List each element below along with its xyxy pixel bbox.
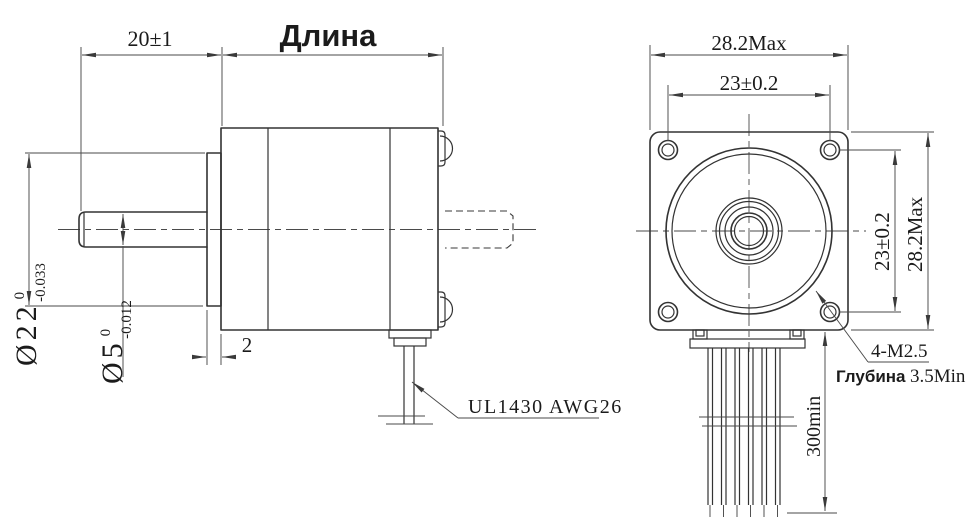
wire-spec-text: UL1430 AWG26 (468, 396, 623, 418)
dim-hole-spacing-h-text: 23±0.2 (720, 71, 779, 95)
connector-bar (689, 338, 806, 349)
lead-wires (707, 348, 781, 517)
dim-shaft-diameter-text: Ø50-0.012 (96, 300, 135, 384)
front-view-texts: 28.2Max 23±0.2 23±0.2 28.2Max 300min 4-M… (711, 31, 966, 457)
thread-leader-arrow (815, 290, 869, 363)
lead-wire (774, 348, 781, 517)
dim-pilot-diameter-text: Ø220-0.033 (10, 263, 49, 366)
side-view-dimensions (25, 47, 599, 419)
bottom-tab-left-inner (695, 329, 705, 337)
flange-outline (649, 131, 849, 331)
bottom-tab-left (692, 329, 708, 340)
dim-pilot-step-text: 2 (242, 333, 253, 357)
wire-exit-upper (388, 329, 432, 339)
rear-shaft-hidden (445, 210, 514, 249)
side-view (58, 127, 540, 425)
wire-leader-arrow (411, 381, 459, 419)
bottom-tab-right-inner (792, 329, 802, 337)
lead-wire (747, 348, 754, 517)
rear-tab-top (438, 130, 446, 167)
body-circle-outer (665, 147, 833, 315)
shaft-circle-outer (730, 212, 768, 250)
boss-ring-3 (724, 206, 774, 256)
lead-wire (720, 348, 727, 517)
front-view (636, 114, 866, 517)
thread-depth-value: 3.5Min (910, 366, 966, 387)
shaft-outline (78, 211, 208, 248)
dim-body-length-label: Длина (280, 18, 378, 53)
dim-shaft-length-text: 20±1 (127, 26, 172, 51)
motor-body (220, 127, 439, 331)
boss-ring-2 (718, 200, 780, 262)
rear-tab-bottom (438, 291, 446, 328)
thread-depth-label: Глубина (836, 367, 906, 386)
front-view-dimensions (649, 45, 934, 514)
rear-tab-bottom-arc (439, 296, 454, 323)
mounting-hole-bottom-left (657, 301, 679, 323)
lead-wire (707, 348, 714, 517)
bottom-tab-right (789, 329, 805, 340)
side-view-texts: 20±1 Длина Ø220-0.033 Ø50-0.012 2 UL1430… (10, 18, 623, 418)
mounting-hole-top-right (819, 139, 841, 161)
mounting-hole-top-left (657, 139, 679, 161)
dim-flange-height-text: 28.2Max (903, 196, 927, 272)
lead-wire (734, 348, 741, 517)
thread-note-text: 4-M2.5 (871, 341, 927, 362)
boss-ring-1 (715, 197, 783, 265)
dim-flange-width-text: 28.2Max (711, 31, 787, 55)
wire-exit-lower (393, 337, 427, 347)
rear-tab-top-arc (439, 135, 454, 162)
lead-wire (761, 348, 768, 517)
pilot-circle-inner (671, 153, 827, 309)
dim-hole-spacing-v-text: 23±0.2 (870, 212, 894, 271)
dim-lead-wire-length-text: 300min (803, 396, 825, 457)
shaft-circle-inner (733, 215, 765, 247)
